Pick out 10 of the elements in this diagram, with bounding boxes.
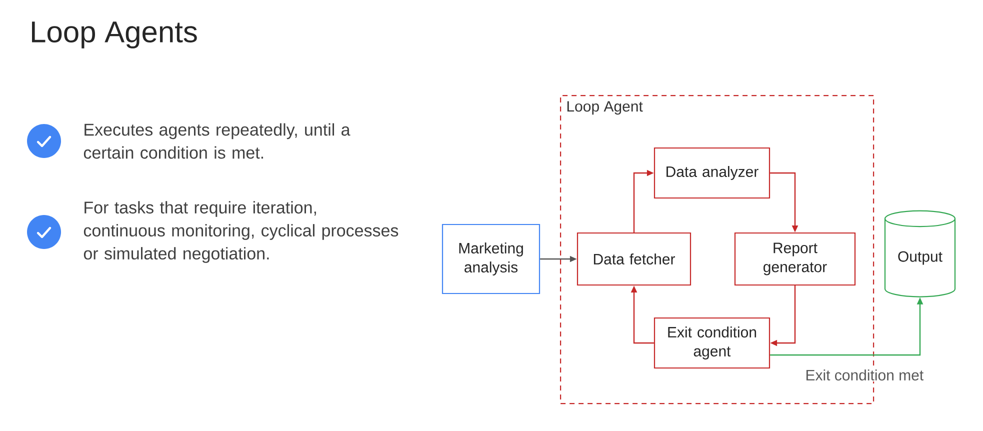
agent-box: Exit condition agent — [654, 317, 770, 369]
edge-label: Exit condition met — [804, 368, 925, 382]
bullet-text: For tasks that require iteration, continuous monitoring, cyclical processes or simulated negotiation. — [84, 201, 398, 263]
bullet-text: Executes agents repeatedly, until a certain condition is met. — [84, 123, 350, 159]
title: Loop Agents — [32, 22, 197, 48]
agent-box: Report generator — [734, 232, 856, 286]
agent-box: Data analyzer — [654, 147, 770, 199]
database-cylinder: Output — [884, 210, 956, 298]
agent-box: Data fetcher — [576, 232, 692, 286]
input-box: Marketing analysis — [442, 224, 540, 294]
